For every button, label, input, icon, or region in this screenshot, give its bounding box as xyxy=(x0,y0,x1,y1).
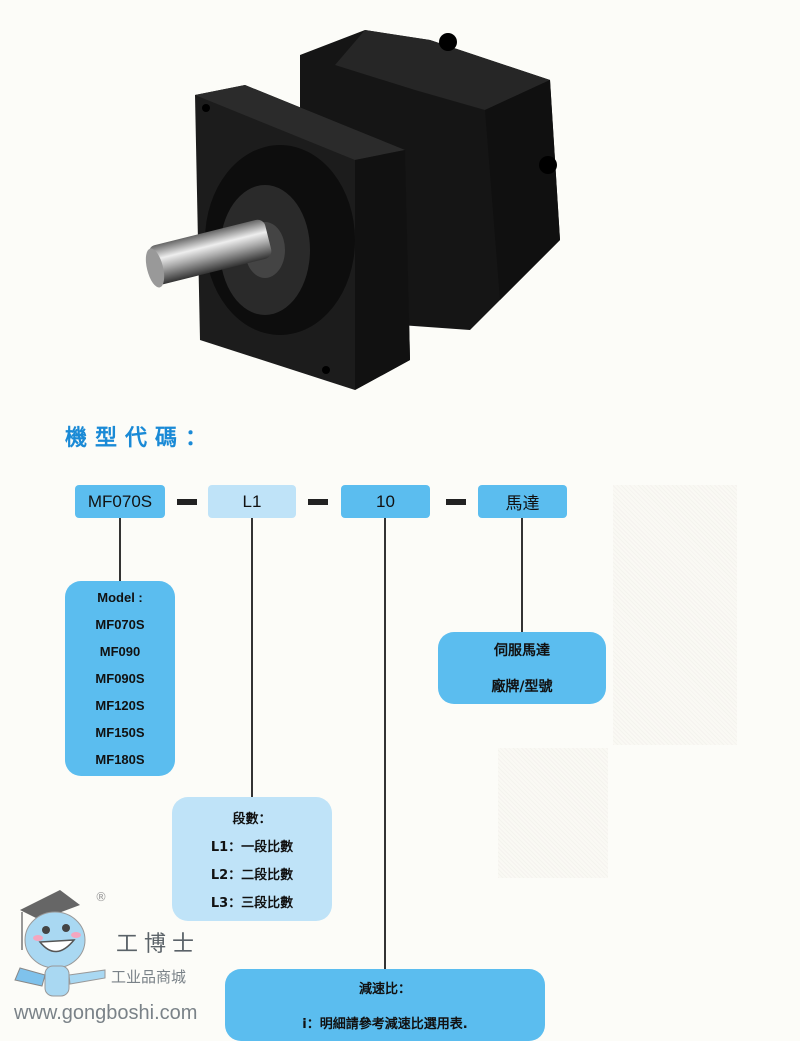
background-texture xyxy=(613,485,737,745)
model-item: MF090 xyxy=(99,644,141,659)
model-item: MF180S xyxy=(95,752,145,767)
stage-panel-title: 段數： xyxy=(232,811,272,827)
page-title: 機型代碼： xyxy=(65,426,216,451)
planetary-gearbox-image xyxy=(145,30,560,390)
code-model-box: MF070S xyxy=(75,485,165,518)
code-stage-box: L1 xyxy=(208,485,296,518)
watermark-brand: 工博士 xyxy=(116,932,201,957)
stage-item: L3：三段比數 xyxy=(210,895,294,911)
connector-line-motor xyxy=(521,518,523,632)
separator-dash xyxy=(446,499,466,505)
connector-line-model xyxy=(119,518,121,581)
registered-mark: ® xyxy=(95,890,107,904)
model-item: MF120S xyxy=(95,698,145,713)
code-ratio-box: 10 xyxy=(341,485,430,518)
connector-line-ratio xyxy=(384,518,386,969)
code-motor-box: 馬達 xyxy=(478,485,567,518)
model-item: MF070S xyxy=(95,617,145,632)
background-texture xyxy=(498,748,608,878)
model-item: MF150S xyxy=(95,725,145,740)
separator-dash xyxy=(177,499,197,505)
mascot-logo-icon xyxy=(14,890,106,997)
separator-dash xyxy=(308,499,328,505)
servo-motor-panel: 伺服馬達 廠牌/型號 xyxy=(438,632,606,704)
reduction-ratio-panel: 減速比： i：明細請參考減速比選用表. xyxy=(225,969,545,1041)
connector-line-stage xyxy=(251,518,253,797)
ratio-panel-title: 減速比： xyxy=(358,982,411,997)
model-item: MF090S xyxy=(95,671,145,686)
model-list-panel: Model : MF070S MF090 MF090S MF120S MF150… xyxy=(65,581,175,776)
ratio-panel-note: i：明細請參考減速比選用表. xyxy=(302,1017,468,1032)
watermark-tagline: 工业品商城 xyxy=(111,968,187,986)
servo-line-2: 廠牌/型號 xyxy=(491,679,553,695)
stage-item: L1：一段比數 xyxy=(210,839,294,855)
stage-count-panel: 段數： L1：一段比數 L2：二段比數 L3：三段比數 xyxy=(172,797,332,921)
servo-line-1: 伺服馬達 xyxy=(494,643,550,659)
model-panel-title: Model : xyxy=(97,590,143,605)
stage-item: L2：二段比數 xyxy=(210,867,294,883)
watermark-url: www.gongboshi.com xyxy=(14,1002,198,1024)
